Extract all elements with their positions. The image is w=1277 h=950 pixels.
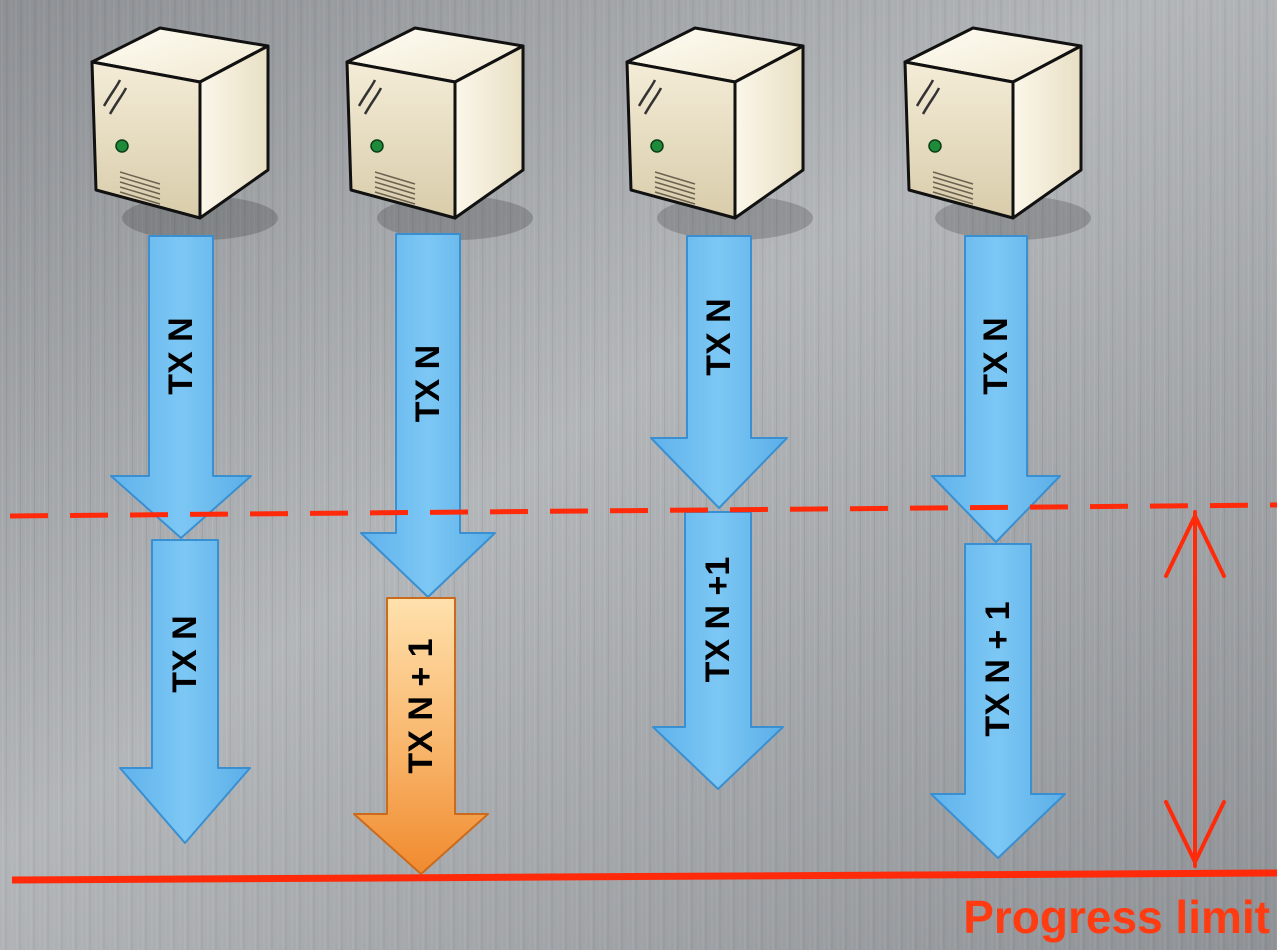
arrow-server-2-tx-next: TX N + 1: [353, 597, 489, 875]
server-icon: [625, 26, 813, 240]
arrow-server-4-tx-label: TX N: [977, 317, 1015, 394]
limit-range-double-arrow: [1164, 510, 1226, 868]
arrow-server-2-tx: TX N: [360, 233, 496, 598]
arrow-server-2-tx-next-shape: [353, 597, 489, 875]
arrow-server-3-tx-next-label: TX N +1: [699, 557, 737, 683]
arrow-server-3-tx: TX N: [650, 235, 788, 509]
arrow-server-4-tx-next: TX N + 1: [930, 543, 1066, 859]
arrow-server-3-tx-next-shape: [652, 511, 784, 790]
arrow-server-2-tx-label: TX N: [409, 345, 447, 422]
server-icon: [90, 26, 278, 240]
servers: [90, 26, 1091, 240]
arrow-server-2-tx-shape: [360, 233, 496, 598]
server-icon: [903, 26, 1091, 240]
progress-limit-line: [11, 869, 1277, 884]
arrow-server-3-tx-shape: [650, 235, 788, 509]
arrow-server-4-tx-next-label: TX N + 1: [979, 601, 1017, 736]
progress-threshold-dashed-line: [9, 502, 1277, 519]
arrow-server-4-tx-next-shape: [930, 543, 1066, 859]
arrows: TX N TX N TX N TX N + 1 TX N TX N +1 TX N TX N …: [110, 233, 1066, 875]
server-icon: [345, 26, 533, 240]
arrow-server-1-tx-next: TX N: [119, 539, 251, 844]
arrow-server-4-tx: TX N: [931, 235, 1061, 543]
arrow-server-2-tx-next-label: TX N + 1: [402, 638, 440, 773]
progress-limit-label: Progress limit: [963, 891, 1270, 943]
arrow-server-1-tx-label: TX N: [162, 317, 200, 394]
arrow-server-1-tx-shape: [110, 235, 252, 539]
arrow-server-1-tx-next-label: TX N: [166, 615, 204, 692]
arrow-server-4-tx-shape: [931, 235, 1061, 543]
arrow-server-3-tx-label: TX N: [700, 298, 738, 375]
arrow-server-1-tx: TX N: [110, 235, 252, 539]
arrow-server-3-tx-next: TX N +1: [652, 511, 784, 790]
arrow-server-1-tx-next-shape: [119, 539, 251, 844]
